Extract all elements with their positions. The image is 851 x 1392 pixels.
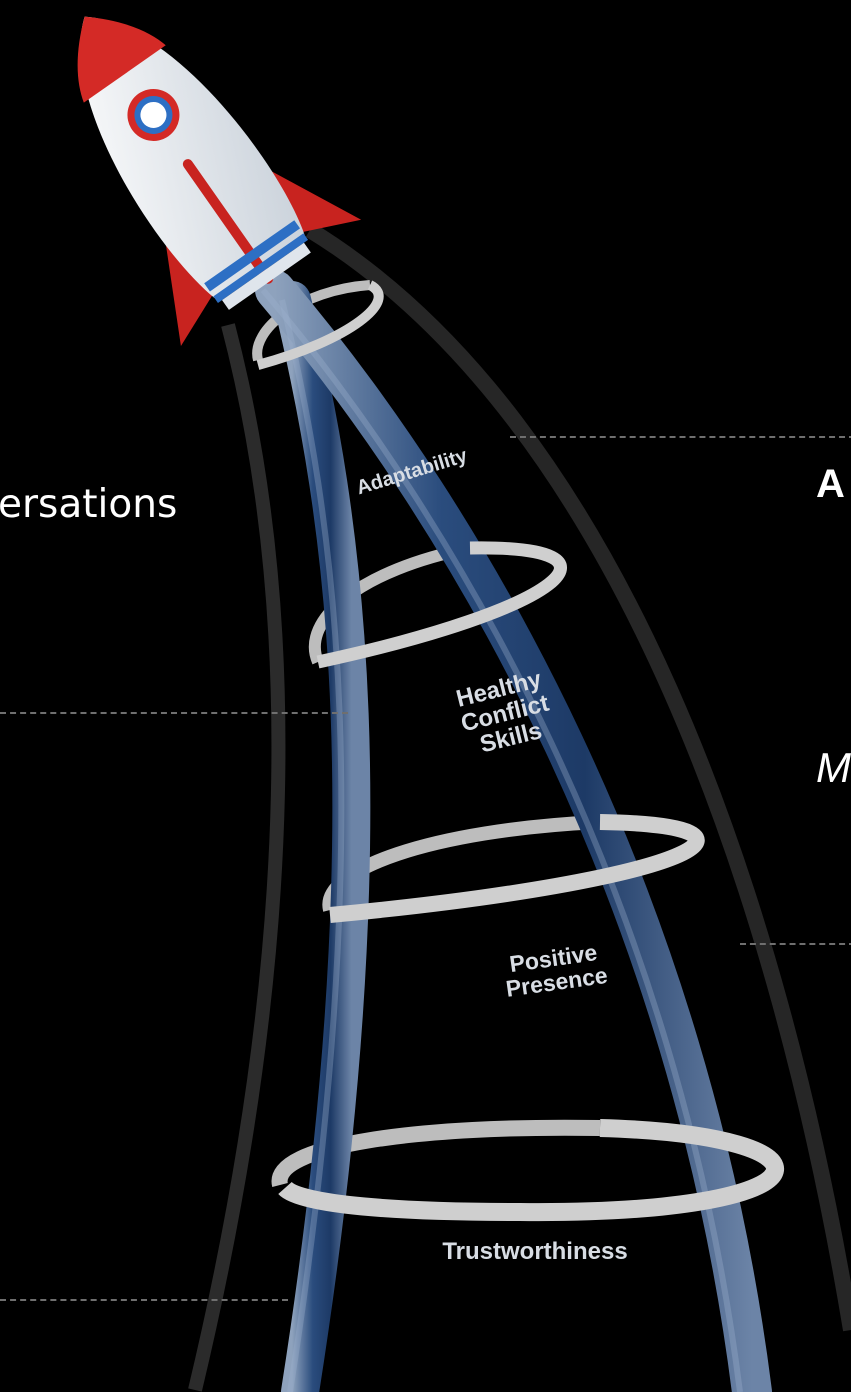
dashed-line-left-mid bbox=[0, 712, 348, 714]
trail-tube-left bbox=[273, 281, 371, 1392]
right-cropped-subtext: M bbox=[816, 744, 851, 791]
swoosh-line-right bbox=[305, 223, 851, 1332]
rocket-nose bbox=[77, 16, 166, 103]
rocket-body bbox=[80, 16, 305, 299]
dashed-line-top-right bbox=[510, 436, 851, 438]
rocket-nozzle bbox=[222, 242, 311, 310]
dashed-line-right-mid bbox=[740, 943, 851, 945]
rings-front bbox=[256, 280, 784, 1222]
swoosh-line-left bbox=[188, 323, 286, 1392]
dashed-line-left-bottom bbox=[0, 1299, 288, 1301]
ring-2 bbox=[316, 541, 567, 669]
stage-label-trustworthiness: Trustworthiness bbox=[442, 1238, 628, 1265]
ring-3 bbox=[329, 814, 705, 923]
left-cropped-heading: ersations bbox=[0, 482, 178, 527]
ring-1 bbox=[256, 280, 384, 370]
rocket-window bbox=[140, 101, 167, 128]
right-cropped-heading: A bbox=[816, 462, 845, 506]
ring-4 bbox=[278, 1119, 784, 1222]
trail-tube-right bbox=[255, 270, 772, 1392]
rocket bbox=[77, 16, 362, 346]
